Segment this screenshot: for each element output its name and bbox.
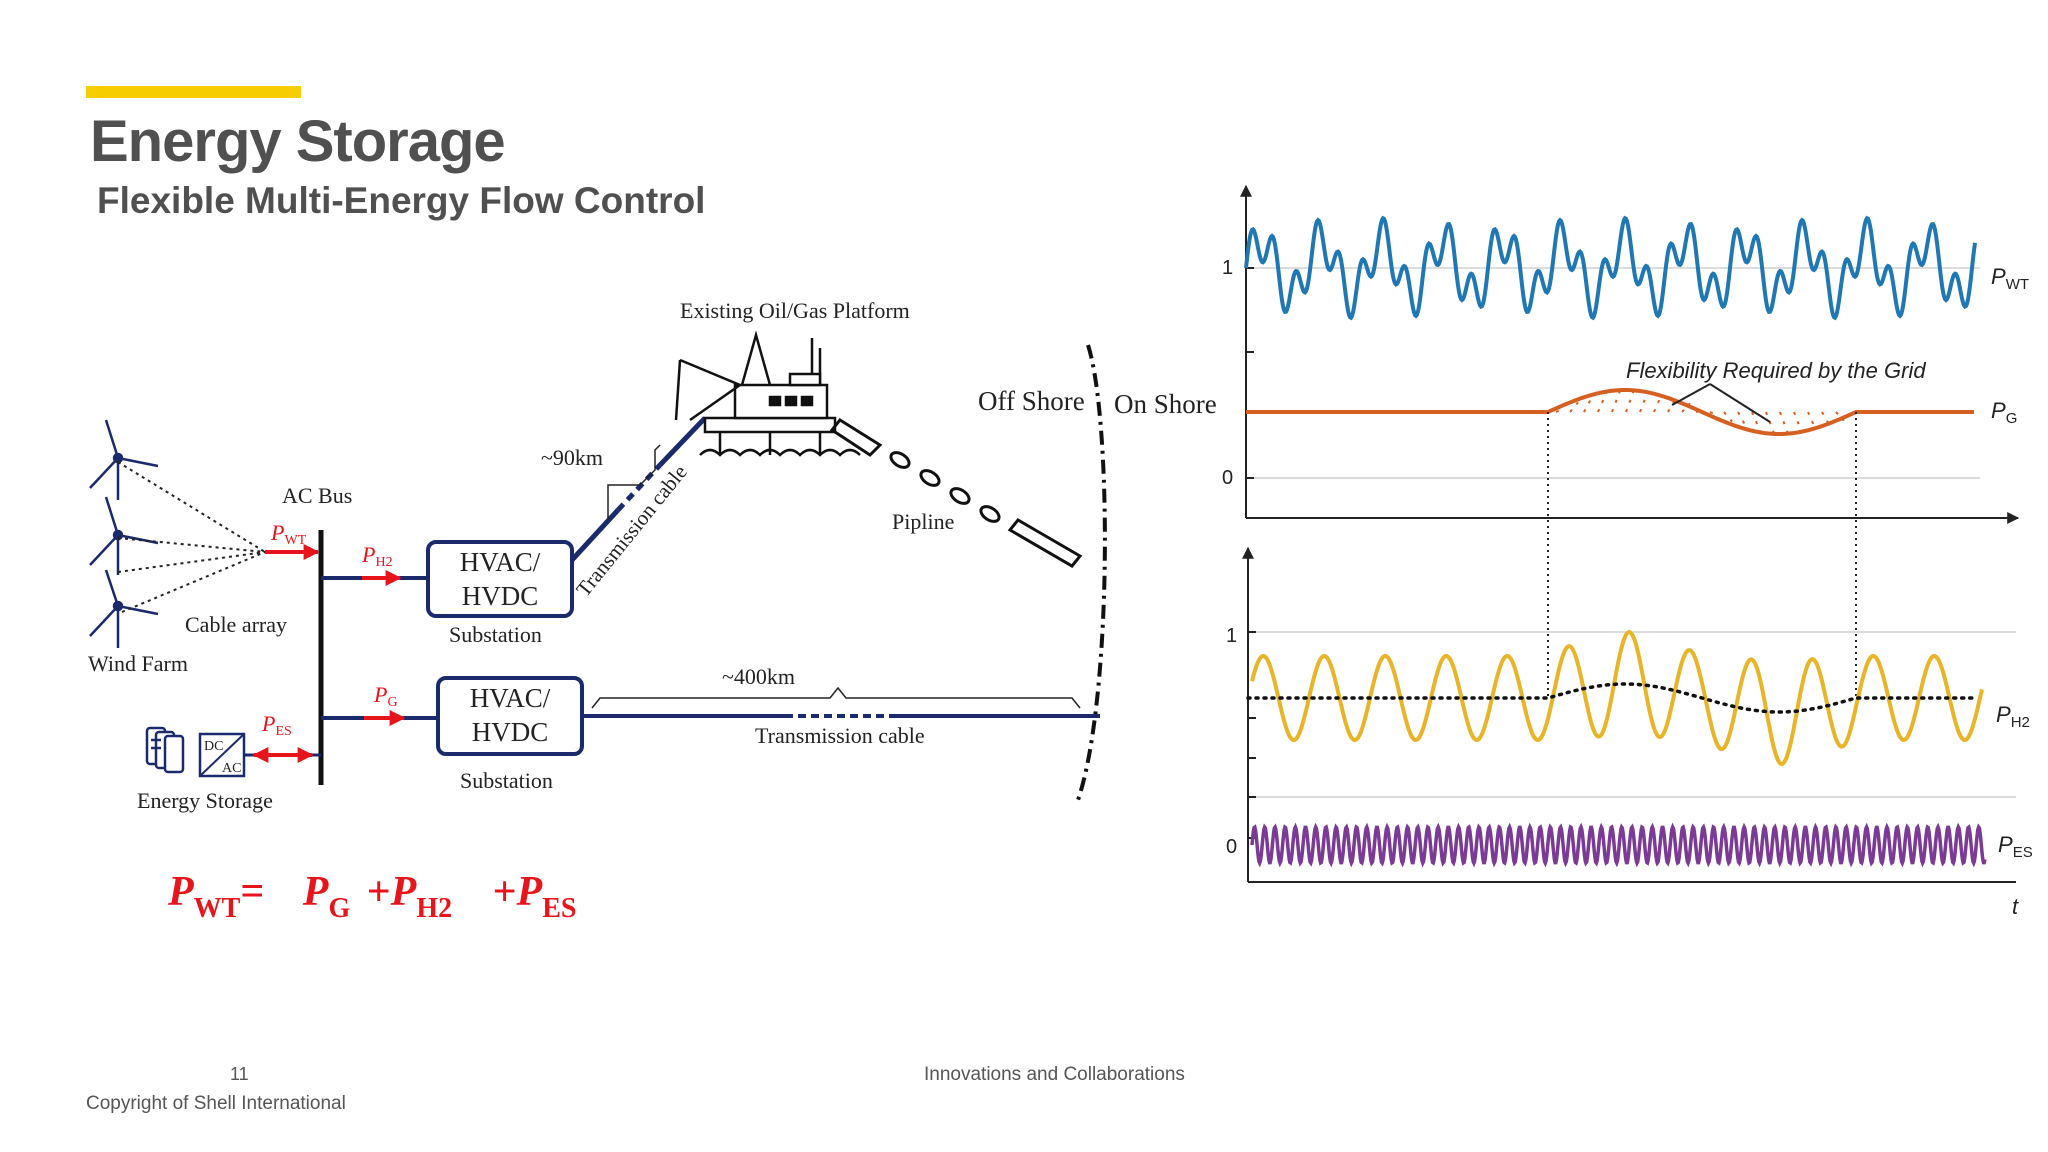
diagonal-cable-solid-top (658, 416, 707, 467)
accent-bar (86, 86, 301, 98)
slide-subtitle: Flexible Multi-Energy Flow Control (97, 180, 706, 221)
power-balance-equation: PWT= PG +PH2 +PES (167, 869, 576, 927)
ac-bus-label: AC Bus (282, 483, 352, 508)
distance-400-label: ~400km (722, 664, 795, 689)
pg-flexibility-hatch (1555, 389, 1845, 435)
substation-upper-label: Substation (449, 622, 542, 647)
pwt-legend: PWT (1991, 264, 2029, 293)
wind-farm-label: Wind Farm (88, 651, 188, 676)
pg-series-line (1246, 388, 1974, 436)
wind-turbine-icon (89, 496, 159, 575)
pg-legend: PG (1991, 398, 2017, 427)
pwt-series-line (1244, 215, 1977, 321)
pes-flow-label: PES (261, 711, 292, 739)
bottom-ticks (1248, 631, 1256, 839)
ph2-flow-label: PH2 (361, 542, 393, 570)
wind-turbines (89, 419, 159, 648)
diagonal-cable-dashed (616, 463, 662, 512)
pipeline-label: Pipline (892, 509, 954, 534)
ph2-legend: PH2 (1996, 702, 2030, 731)
onshore-label: On Shore (1114, 389, 1217, 419)
shoreline-boundary (1076, 344, 1107, 801)
distance-90-brace (607, 444, 661, 520)
wind-turbine-icon (89, 419, 159, 500)
hvac-hvdc-lower-line1: HVAC/ (470, 683, 551, 713)
footer-center-text: Innovations and Collaborations (924, 1064, 1185, 1085)
hvac-hvdc-upper-box (426, 540, 574, 618)
cable-array-label: Cable array (185, 612, 287, 637)
dc-ac-converter-icon: DC AC (198, 732, 246, 778)
pwt-flow-label: PWT (270, 520, 307, 548)
pes-legend: PES (1998, 832, 2033, 861)
top-ytick-1: 1 (1222, 257, 1233, 279)
pipeline (829, 418, 1083, 568)
transmission-cable-lower-label: Transmission cable (755, 723, 925, 748)
pes-series-line (1250, 822, 1987, 868)
energy-storage-label: Energy Storage (137, 788, 273, 813)
distance-400-brace (591, 686, 1081, 709)
distance-90-label: ~90km (541, 445, 603, 470)
platform-label: Existing Oil/Gas Platform (680, 298, 910, 323)
battery-stack-icon (145, 726, 185, 774)
offshore-label: Off Shore (978, 386, 1085, 416)
annotation-pointer-2 (1709, 383, 1771, 423)
ph2-mean-dotted-line (1246, 682, 1976, 714)
flexibility-annotation: Flexibility Required by the Grid (1626, 358, 1926, 383)
bottom-ytick-1: 1 (1226, 625, 1237, 647)
x-axis-label: t (2012, 894, 2019, 919)
copyright-text: Copyright of Shell International (86, 1093, 346, 1114)
bottom-plot: 1 0 PH2 PES t (1226, 546, 2033, 919)
top-ticks (1246, 267, 1254, 479)
bottom-ytick-0: 0 (1226, 836, 1237, 858)
top-ytick-0: 0 (1222, 467, 1233, 489)
hvac-hvdc-upper-line1: HVAC/ (460, 547, 541, 577)
pg-flow-label: PG (373, 682, 398, 710)
oil-gas-platform-icon (674, 330, 861, 457)
converter-dc-text: DC (204, 739, 223, 754)
substation-lower-label: Substation (460, 768, 553, 793)
page-number: 11 (230, 1064, 249, 1084)
diagonal-cable-solid (570, 508, 620, 562)
transmission-cable-diag-label: Transmission cable (571, 460, 692, 601)
wind-turbine-icon (89, 569, 159, 648)
hvac-hvdc-lower-line2: HVDC (472, 717, 549, 747)
hvac-hvdc-upper-line2: HVDC (462, 581, 539, 611)
annotation-pointer-1 (1671, 383, 1711, 406)
top-plot: 1 0 Flexibility Required by the Grid PWT… (1222, 184, 2029, 524)
converter-ac-text: AC (222, 761, 241, 776)
cable-array-lines (117, 461, 266, 613)
slide-title: Energy Storage (90, 109, 506, 174)
ph2-series-line (1250, 630, 1984, 766)
